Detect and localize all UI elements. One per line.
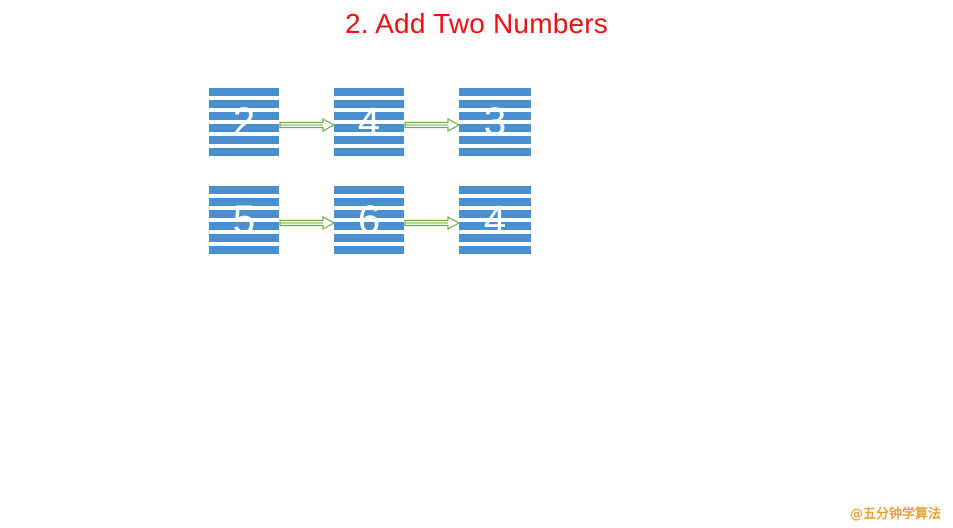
page-title: 2. Add Two Numbers <box>345 8 608 39</box>
node-stripes <box>459 88 531 160</box>
list-node[interactable]: 4 <box>334 88 404 160</box>
node-stripes <box>209 186 279 258</box>
node-stripes <box>459 186 531 258</box>
watermark: @五分钟学算法 <box>849 507 941 522</box>
arrow-right-icon <box>279 216 335 230</box>
node-stripes <box>209 88 279 160</box>
node-stripes <box>334 186 404 258</box>
list-node[interactable]: 6 <box>334 186 404 258</box>
node-stripes <box>334 88 404 160</box>
list-node[interactable]: 3 <box>459 88 531 160</box>
arrow-right-icon <box>404 118 460 132</box>
arrow-right-icon <box>279 118 335 132</box>
arrow-right-icon <box>404 216 460 230</box>
list-node[interactable]: 2 <box>209 88 279 160</box>
list-node[interactable]: 4 <box>459 186 531 258</box>
list-node[interactable]: 5 <box>209 186 279 258</box>
